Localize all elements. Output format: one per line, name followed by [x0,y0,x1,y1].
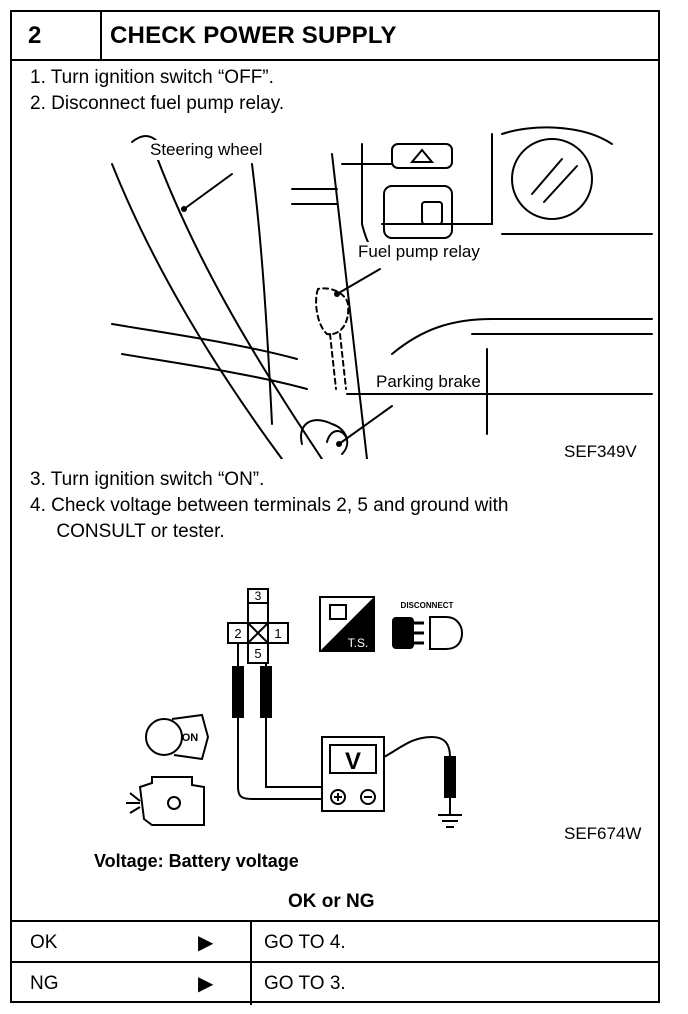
arrow-icon: ▶ [198,932,214,954]
instruction-2: 2. Disconnect fuel pump relay. [30,93,285,114]
figure2-code: SEF674W [564,824,642,843]
result-label-ng: NG [30,973,59,994]
tester-icon: T.S. [319,596,375,652]
result-label-ok: OK [30,932,58,953]
instruction-1: 1. Turn ignition switch “OFF”. [30,67,274,88]
result-goto-ng: GO TO 3. [264,973,346,994]
label-fuel-pump-relay: Fuel pump relay [356,242,482,262]
arrow-icon: ▶ [198,973,214,995]
dashboard-illustration [111,126,653,459]
disconnect-label: DISCONNECT [401,601,454,610]
step-title: CHECK POWER SUPPLY [110,22,397,49]
key-on-label: ON [182,732,199,744]
figure1-code: SEF349V [564,442,637,461]
step-number: 2 [12,12,102,59]
terminal-3: 3 [255,589,262,603]
terminal-1: 1 [274,626,281,641]
terminal-2: 2 [234,626,241,641]
result-row-ok: OK ▶ GO TO 4. [12,920,658,964]
label-parking-brake: Parking brake [374,372,483,392]
decision-label: OK or NG [288,891,375,912]
procedure-sheet: 2 CHECK POWER SUPPLY 1. Turn ignition sw… [10,10,660,1005]
label-steering-wheel: Steering wheel [148,140,265,160]
instruction-3: 3. Turn ignition switch “ON”. [30,469,265,490]
voltage-check-diagram: 3 2 1 5 V ON T.S. DISCONNECT [126,588,464,828]
step-header: 2 CHECK POWER SUPPLY [12,12,658,61]
terminal-5: 5 [254,646,261,661]
disconnect-icon: DISCONNECT [392,601,464,650]
ts-label: T.S. [348,636,369,650]
result-row-ng: NG ▶ GO TO 3. [12,961,658,1005]
meter-label: V [345,748,361,775]
result-goto-ok: GO TO 4. [264,932,346,953]
instruction-4: 4. Check voltage between terminals 2, 5 … [30,495,509,516]
instruction-4-cont: CONSULT or tester. [30,521,225,542]
voltage-spec: Voltage: Battery voltage [94,851,299,871]
